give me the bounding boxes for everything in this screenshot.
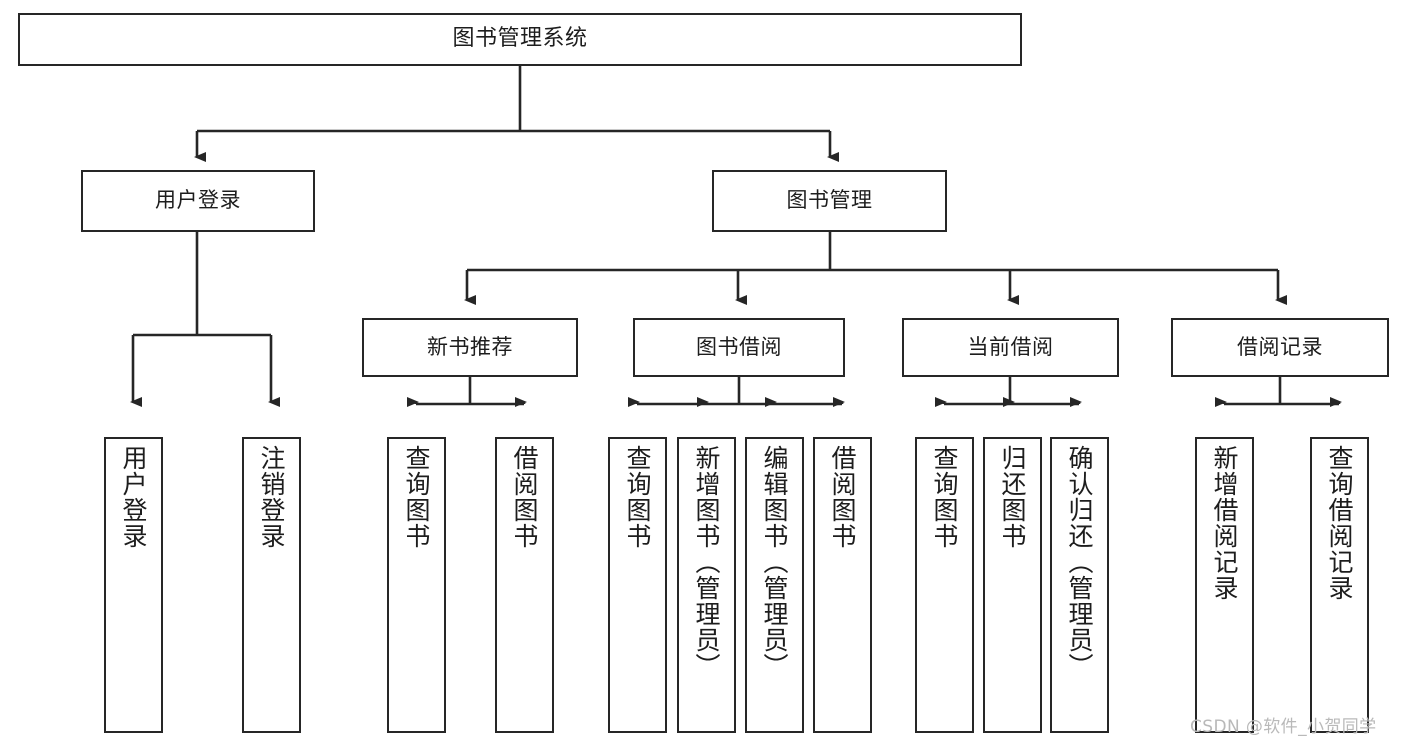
- node-label: 归还图书: [998, 445, 1027, 549]
- node-new-book-recommend[interactable]: 新书推荐: [362, 318, 578, 377]
- node-root-system[interactable]: 图书管理系统: [18, 13, 1022, 66]
- node-label: 用户登录: [119, 445, 148, 549]
- leaf-current-return-book[interactable]: 归还图书: [983, 437, 1042, 733]
- node-label: 编辑图书（管理员）: [760, 445, 789, 679]
- node-user-login[interactable]: 用户登录: [81, 170, 315, 232]
- node-label: 借阅图书: [828, 445, 857, 549]
- node-label: 当前借阅: [967, 334, 1054, 359]
- leaf-borrow-add-book[interactable]: 新增图书（管理员）: [677, 437, 736, 733]
- leaf-recommend-borrow-book[interactable]: 借阅图书: [495, 437, 554, 733]
- node-label: 新增图书（管理员）: [692, 445, 721, 679]
- leaf-user-login-signout[interactable]: 注销登录: [242, 437, 301, 733]
- node-label: 新书推荐: [427, 334, 513, 359]
- node-label: 查询图书: [623, 445, 652, 549]
- leaf-record-add-record[interactable]: 新增借阅记录: [1195, 437, 1254, 733]
- leaf-recommend-query-book[interactable]: 查询图书: [387, 437, 446, 733]
- leaf-borrow-borrow-book[interactable]: 借阅图书: [813, 437, 872, 733]
- node-borrow-record[interactable]: 借阅记录: [1171, 318, 1389, 377]
- node-label: 借阅记录: [1237, 334, 1323, 359]
- node-label: 图书管理: [786, 188, 873, 213]
- node-current-borrow[interactable]: 当前借阅: [902, 318, 1119, 377]
- node-label: 查询图书: [930, 445, 959, 549]
- leaf-current-query-book[interactable]: 查询图书: [915, 437, 974, 733]
- leaf-record-query-record[interactable]: 查询借阅记录: [1310, 437, 1369, 733]
- node-label: 查询借阅记录: [1325, 445, 1354, 601]
- node-book-management[interactable]: 图书管理: [712, 170, 947, 232]
- node-label: 查询图书: [402, 445, 431, 549]
- node-label: 借阅图书: [510, 445, 539, 549]
- node-label: 用户登录: [155, 188, 241, 213]
- leaf-user-login-signin[interactable]: 用户登录: [104, 437, 163, 733]
- node-label: 图书借阅: [696, 334, 782, 359]
- leaf-current-confirm-return[interactable]: 确认归还（管理员）: [1050, 437, 1109, 733]
- leaf-borrow-edit-book[interactable]: 编辑图书（管理员）: [745, 437, 804, 733]
- node-label: 图书管理系统: [452, 26, 588, 52]
- leaf-borrow-query-book[interactable]: 查询图书: [608, 437, 667, 733]
- node-label: 确认归还（管理员）: [1065, 445, 1094, 679]
- node-book-borrow[interactable]: 图书借阅: [633, 318, 845, 377]
- node-label: 注销登录: [257, 445, 286, 549]
- node-label: 新增借阅记录: [1210, 445, 1239, 601]
